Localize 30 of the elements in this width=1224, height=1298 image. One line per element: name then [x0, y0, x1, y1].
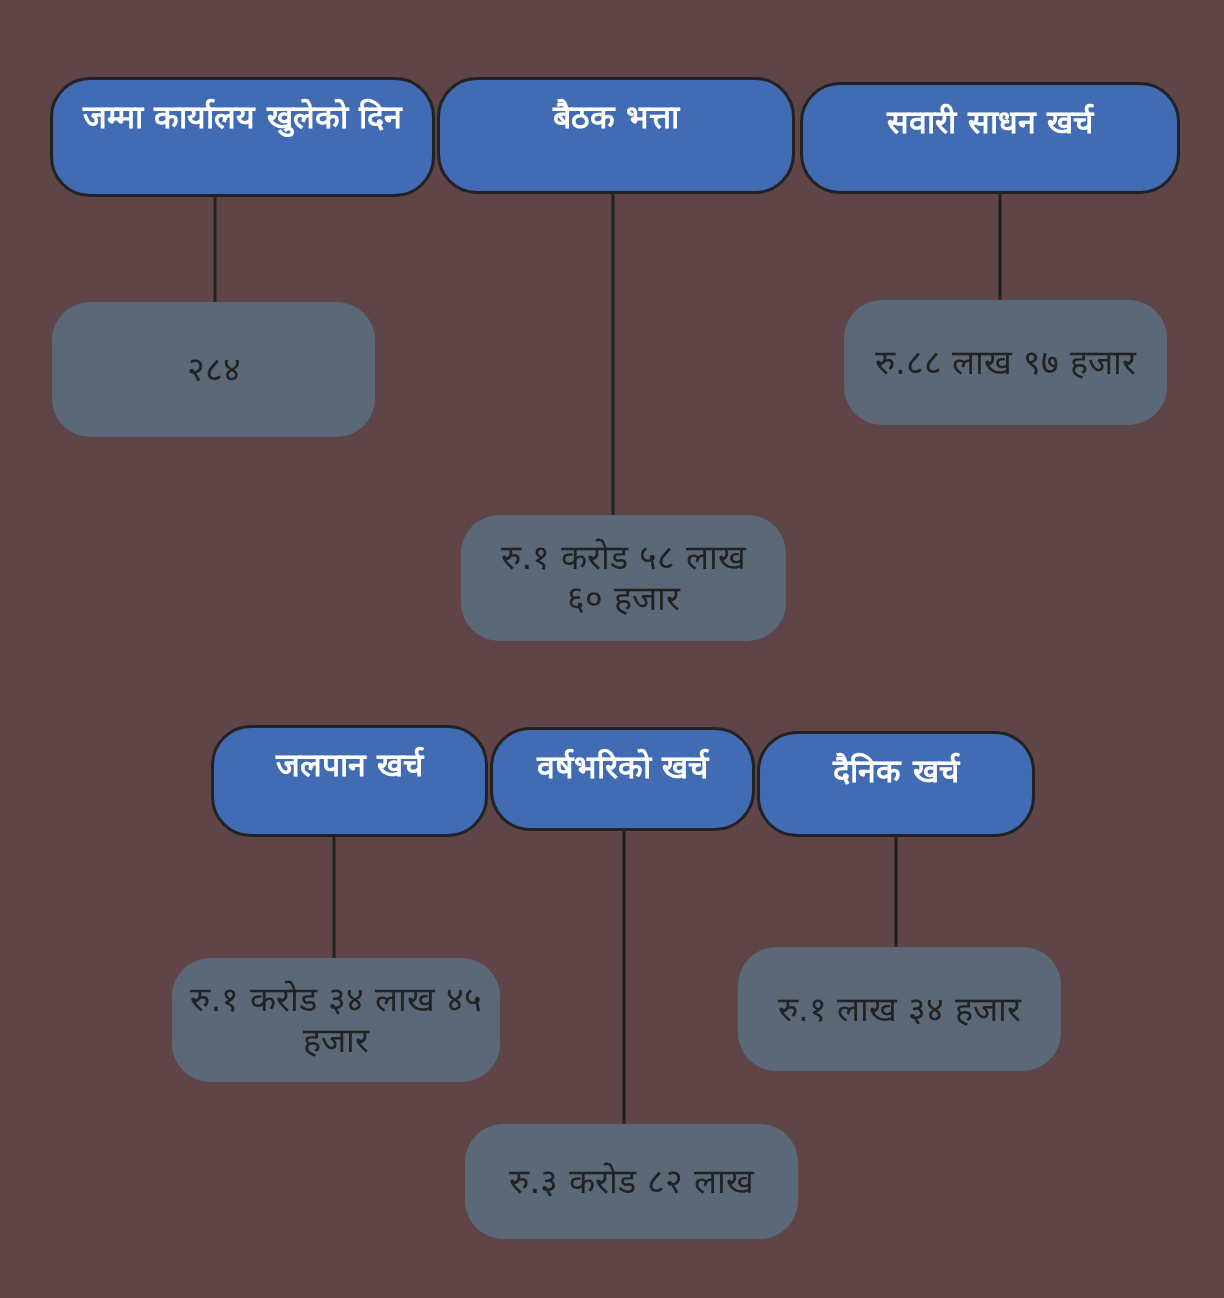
- category-label: जलपान खर्च: [275, 746, 424, 785]
- category-box: [757, 731, 1035, 837]
- category-label: सवारी साधन खर्च: [887, 103, 1093, 142]
- connector-line: [894, 837, 898, 947]
- value-box: [738, 947, 1061, 1071]
- category-box: [490, 727, 755, 831]
- category-label: वर्षभरिको खर्च: [536, 748, 709, 787]
- value-box: [465, 1124, 798, 1239]
- value-label: रु.१ लाख ३४ हजार: [777, 988, 1022, 1030]
- category-box: [50, 77, 435, 197]
- category-box: [211, 725, 488, 837]
- connector-line: [998, 194, 1002, 300]
- category-box: [437, 77, 795, 194]
- value-box: [172, 958, 500, 1082]
- category-label: जम्मा कार्यालय खुलेको दिन: [83, 98, 402, 137]
- connector-line: [622, 831, 626, 1124]
- value-label: रु.८८ लाख ९७ हजार: [874, 342, 1137, 383]
- category-box: [800, 82, 1180, 194]
- value-label: रु.३ करोड ८२ लाख: [509, 1161, 754, 1202]
- connector-line: [332, 837, 336, 958]
- value-label: २८४: [186, 349, 241, 390]
- category-label: बैठक भत्ता: [552, 98, 680, 137]
- category-label: दैनिक खर्च: [833, 752, 959, 791]
- value-box: [461, 515, 786, 641]
- value-label: रु.१ करोड ५८ लाख ६० हजार: [500, 537, 748, 619]
- value-box: [844, 300, 1167, 425]
- value-label: रु.१ करोड ३४ लाख ४५ हजार: [190, 979, 482, 1061]
- connector-line: [213, 197, 217, 302]
- connector-line: [611, 194, 615, 515]
- value-box: [52, 302, 375, 437]
